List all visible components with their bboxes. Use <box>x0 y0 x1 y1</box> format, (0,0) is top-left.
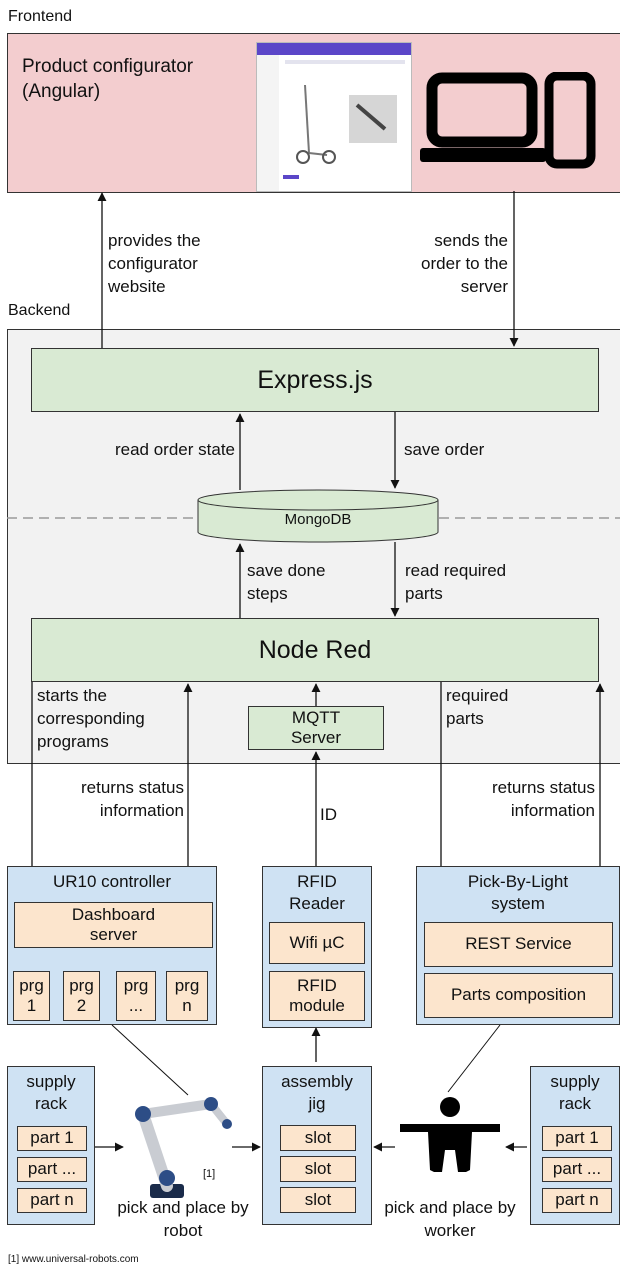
supply-rack-title: supply rack <box>550 1072 600 1113</box>
rfid-title: RFID Reader <box>289 872 345 913</box>
assembly-jig-title: assembly jig <box>281 1072 353 1113</box>
node-red-label: Node Red <box>258 635 372 664</box>
program-box: prg 1 <box>13 971 50 1021</box>
frontend-box: Product configurator (Angular) <box>7 33 620 193</box>
part-slot: part n <box>542 1188 612 1213</box>
jig-slot: slot <box>280 1125 356 1151</box>
ur10-title: UR10 controller <box>52 872 172 891</box>
supply-rack-left: supply rack part 1 part ... part n <box>7 1066 95 1225</box>
label-save-done-steps: save done steps <box>247 561 326 603</box>
part-slot: part 1 <box>17 1126 87 1151</box>
dashboard-label: Dashboard server <box>71 904 156 944</box>
label-starts-programs: starts the corresponding programs <box>37 686 145 751</box>
label-returns-status-left: returns status information <box>81 778 184 820</box>
express-node: Express.js <box>31 348 599 412</box>
rest-service: REST Service <box>424 922 613 967</box>
worker-caption: pick and place by worker <box>384 1198 516 1240</box>
parts-composition: Parts composition <box>424 973 613 1018</box>
part-slot: part 1 <box>542 1126 612 1151</box>
part-slot: part ... <box>542 1157 612 1182</box>
backend-label: Backend <box>8 302 71 319</box>
program-box: prg 2 <box>63 971 100 1021</box>
dashboard-server: Dashboard server <box>14 902 213 948</box>
robot-footnote-mark: [1] <box>203 1168 216 1180</box>
label-provides: provides the configurator website <box>108 231 201 296</box>
robot-arm-icon <box>135 1097 232 1198</box>
label-returns-status-right: returns status information <box>492 778 595 820</box>
jig-slot: slot <box>280 1156 356 1182</box>
worker-icon <box>400 1097 500 1172</box>
assembly-jig: assembly jig slot slot slot <box>262 1066 372 1225</box>
devices-icon <box>420 72 596 169</box>
wifi-uc: Wifi µC <box>269 922 365 964</box>
footnote: [1] www.universal-robots.com <box>8 1254 139 1265</box>
pick-by-light-system: Pick-By-Light system REST Service Parts … <box>416 866 620 1025</box>
part-slot: part n <box>17 1188 87 1213</box>
configurator-title: Product configurator (Angular) <box>22 56 194 102</box>
supply-rack-title: supply rack <box>26 1072 76 1113</box>
label-required-parts: required parts <box>446 686 509 728</box>
program-box: prg ... <box>116 971 156 1021</box>
mqtt-label: MQTT Server <box>290 708 342 747</box>
program-box: prg n <box>166 971 208 1021</box>
rfid-module: RFID module <box>269 971 365 1021</box>
label-read-order-state: read order state <box>114 440 235 459</box>
part-slot: part ... <box>17 1157 87 1182</box>
node-red-node: Node Red <box>31 618 599 682</box>
frontend-label: Frontend <box>8 8 73 25</box>
jig-slot: slot <box>280 1187 356 1213</box>
robot-caption: pick and place by robot <box>117 1198 249 1240</box>
label-save-order: save order <box>404 440 485 459</box>
pbl-title: Pick-By-Light system <box>467 872 569 913</box>
mqtt-server: MQTT Server <box>248 706 384 750</box>
configurator-screenshot <box>256 42 412 192</box>
supply-rack-right: supply rack part 1 part ... part n <box>530 1066 620 1225</box>
label-read-required-parts: read required parts <box>405 561 507 603</box>
ur10-controller: UR10 controller Dashboard server prg 1 p… <box>7 866 217 1025</box>
mongodb-label: MongoDB <box>284 511 352 528</box>
rfid-reader: RFID Reader Wifi µC RFID module <box>262 866 372 1028</box>
label-id: ID <box>320 805 337 824</box>
express-label: Express.js <box>257 365 373 394</box>
mongodb-cylinder <box>197 489 439 543</box>
label-sends: sends the order to the server <box>421 231 508 296</box>
